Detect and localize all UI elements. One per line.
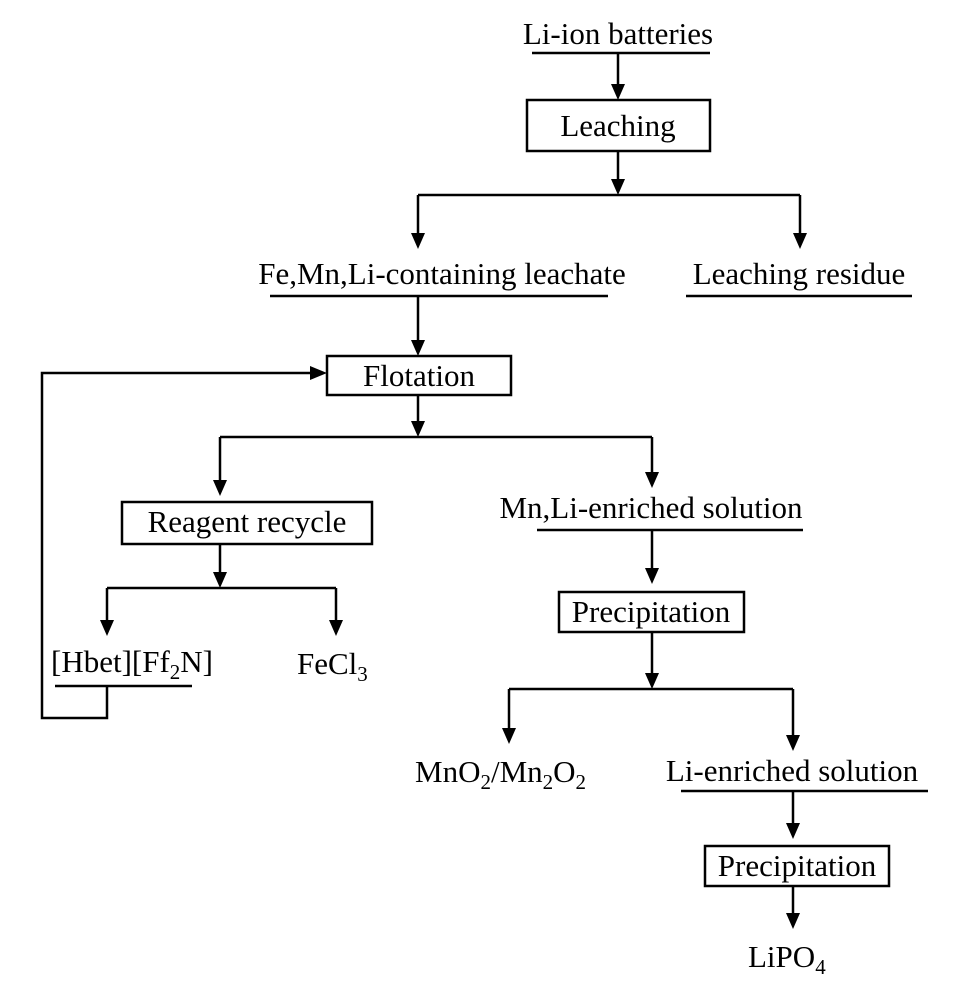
box-reagent-recycle <box>120 500 374 546</box>
arrowhead <box>786 735 800 751</box>
arrowhead <box>645 673 659 689</box>
node-li-ion-batteries: Li-ion batteries <box>523 16 713 51</box>
arrowhead <box>611 84 625 100</box>
arrowhead <box>611 179 625 195</box>
recycle-loop-arrowhead <box>310 366 327 380</box>
box-precipitation-1 <box>557 590 746 634</box>
node-mn-li-solution: Mn,Li-enriched solution <box>499 490 803 525</box>
arrowhead <box>329 620 343 636</box>
arrowhead <box>786 913 800 929</box>
node-li-solution: Li-enriched solution <box>666 753 919 788</box>
node-mno2-mn2o2: MnO2/Mn2O2 <box>415 754 586 794</box>
node-leaching-residue: Leaching residue <box>693 256 906 291</box>
arrowhead <box>411 233 425 249</box>
node-precipitation-1: Precipitation <box>572 594 731 629</box>
node-leaching: Leaching <box>560 108 675 143</box>
arrowhead <box>411 421 425 437</box>
node-hbet-ff2n: [Hbet][Ff2N] <box>51 644 213 684</box>
box-precipitation-2 <box>703 844 891 888</box>
recycle-loop-line <box>40 371 312 720</box>
arrowhead <box>411 340 425 356</box>
node-flotation: Flotation <box>363 358 475 393</box>
node-reagent-recycle: Reagent recycle <box>148 504 347 539</box>
arrowhead <box>786 823 800 839</box>
arrowhead <box>213 480 227 496</box>
arrowhead <box>213 572 227 588</box>
node-lipo4: LiPO4 <box>748 939 826 979</box>
box-leaching <box>525 98 712 153</box>
arrowhead <box>793 233 807 249</box>
arrowhead <box>645 472 659 488</box>
arrowhead <box>502 728 516 744</box>
node-leachate: Fe,Mn,Li-containing leachate <box>258 256 626 291</box>
node-fecl3: FeCl3 <box>297 646 368 686</box>
arrowhead <box>645 568 659 584</box>
arrowhead <box>100 620 114 636</box>
node-precipitation-2: Precipitation <box>718 848 877 883</box>
